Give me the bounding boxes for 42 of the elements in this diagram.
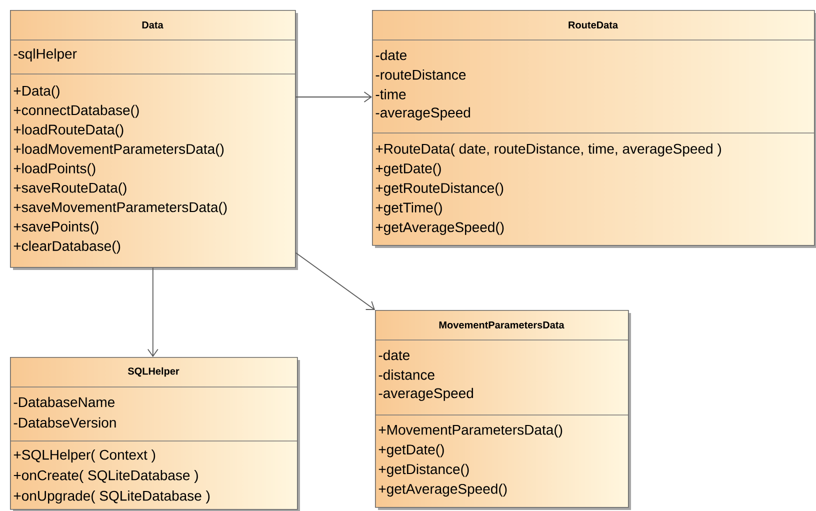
method-text: +MovementParametersData() bbox=[378, 424, 562, 438]
method-text: +onUpgrade( SQLiteDatabase ) bbox=[14, 490, 210, 504]
attribute-text: -averageSpeed bbox=[376, 107, 470, 120]
attribute-text: -time bbox=[376, 89, 406, 100]
method-text: +getRouteDistance() bbox=[376, 182, 504, 196]
method-text: +getDate() bbox=[376, 163, 441, 176]
method-text: +clearDatabase() bbox=[14, 240, 120, 254]
method-text: +loadPoints() bbox=[14, 163, 96, 176]
arrow bbox=[295, 252, 375, 310]
method-text: +loadRouteData() bbox=[14, 124, 124, 138]
class-box bbox=[10, 10, 298, 270]
method-text: +getAverageSpeed() bbox=[376, 222, 504, 235]
attribute-text: -date bbox=[376, 50, 406, 60]
method-text: +loadMovementParametersData() bbox=[14, 144, 224, 157]
class-name: RouteData bbox=[568, 22, 618, 28]
class-name: SQLHelper bbox=[128, 367, 180, 377]
class-box bbox=[372, 10, 816, 248]
method-text: +saveMovementParametersData() bbox=[14, 202, 227, 215]
attribute-text: -DatabaseName bbox=[14, 396, 114, 408]
class-name: Data bbox=[142, 22, 164, 28]
attribute-text: -sqlHelper bbox=[14, 48, 77, 62]
attribute-text: -averageSpeed bbox=[378, 388, 474, 401]
method-text: +getDate() bbox=[378, 444, 444, 458]
class-box bbox=[374, 310, 631, 510]
arrow bbox=[295, 92, 372, 102]
method-text: +getDistance() bbox=[378, 464, 469, 477]
attribute-text: -DatabseVersion bbox=[14, 417, 116, 428]
method-text: +onCreate( SQLiteDatabase ) bbox=[14, 470, 198, 484]
attribute-text: -distance bbox=[378, 370, 434, 380]
method-text: +RouteData( date, routeDistance, time, averageSpeed ) bbox=[376, 143, 721, 157]
class-name: MovementParametersData bbox=[439, 322, 564, 328]
arrow bbox=[147, 267, 158, 357]
attribute-text: -routeDistance bbox=[376, 69, 466, 80]
method-text: +saveRouteData() bbox=[14, 182, 126, 196]
class-box bbox=[10, 357, 300, 511]
attribute-text: -date bbox=[378, 350, 410, 360]
method-text: +Data() bbox=[14, 85, 60, 99]
method-text: +connectDatabase() bbox=[14, 104, 139, 118]
method-text: +SQLHelper( Context ) bbox=[14, 449, 156, 463]
method-text: +getTime() bbox=[376, 202, 442, 216]
method-text: +getAverageSpeed() bbox=[378, 484, 507, 497]
method-text: +savePoints() bbox=[14, 221, 98, 234]
